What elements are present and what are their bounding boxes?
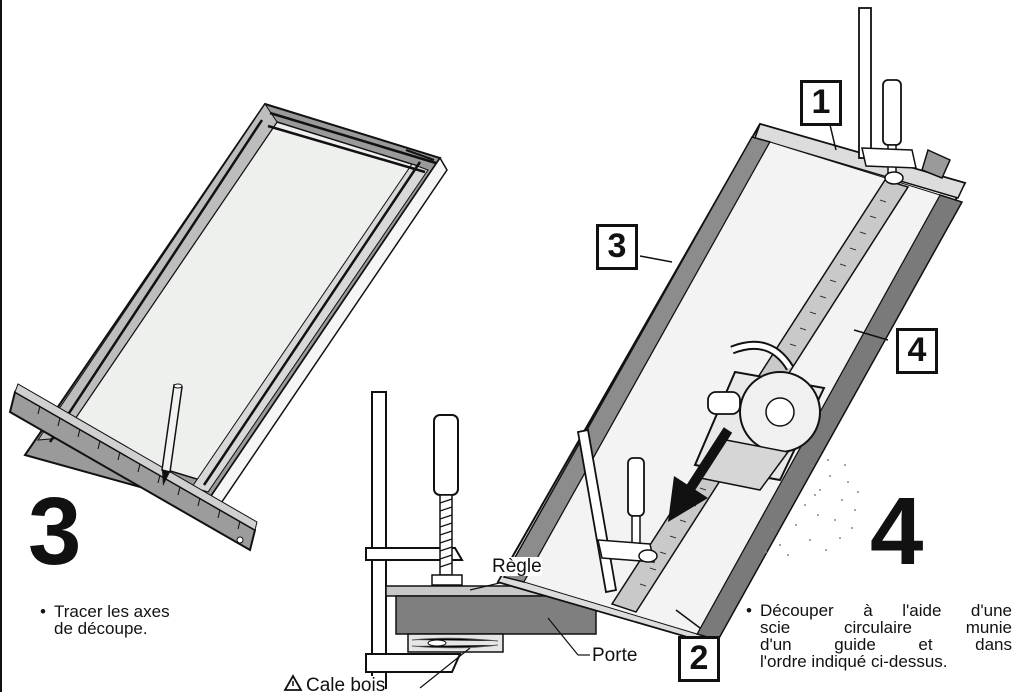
step-4-line-4: l'ordre indiqué ci-dessus. bbox=[760, 652, 948, 671]
wood-block-section bbox=[407, 633, 504, 653]
step-3-line-2: de découpe. bbox=[54, 619, 148, 638]
step-4-instruction: • Découper à l'aide d'une scie circulaire… bbox=[746, 602, 1012, 670]
step-3-instruction: • Tracer les axes de découpe. bbox=[40, 603, 220, 637]
top-clamp bbox=[858, 7, 951, 185]
circular-saw-icon bbox=[693, 340, 826, 491]
warning-triangle-icon bbox=[283, 674, 303, 691]
step-4-number: 4 bbox=[870, 478, 924, 585]
label-cale-bois: Cale bois bbox=[306, 675, 386, 696]
bullet-icon: • bbox=[746, 601, 752, 620]
cut-direction-arrow-icon bbox=[668, 427, 733, 522]
door-section bbox=[395, 595, 597, 635]
step3-door-illustration bbox=[8, 102, 448, 552]
ruler-step3 bbox=[8, 383, 258, 552]
pencil-icon bbox=[161, 383, 183, 486]
label-regle: Règle bbox=[492, 556, 542, 577]
cut-order-box-4: 4 bbox=[896, 328, 938, 374]
step-4-line-3: d'un guide et dans bbox=[760, 635, 1012, 654]
label-porte: Porte bbox=[592, 645, 638, 666]
cut-order-box-2: 2 bbox=[678, 636, 720, 682]
step-4-line-2: scie circulaire munie bbox=[760, 618, 1012, 637]
sawdust-icon bbox=[765, 459, 859, 556]
cut-order-box-3: 3 bbox=[596, 224, 638, 270]
clamp-detail-illustration bbox=[283, 391, 597, 691]
bullet-icon: • bbox=[40, 602, 46, 621]
bottom-clamp bbox=[576, 428, 658, 594]
step-3-number: 3 bbox=[28, 478, 82, 585]
step-4-line-1: Découper à l'aide d'une bbox=[760, 601, 1012, 620]
step-3-line-1: Tracer les axes bbox=[54, 602, 170, 621]
cut-order-box-1: 1 bbox=[800, 80, 842, 126]
step4-saw-illustration bbox=[496, 7, 967, 644]
cut-axis-right bbox=[202, 161, 422, 486]
cut-axis-left bbox=[48, 119, 264, 443]
